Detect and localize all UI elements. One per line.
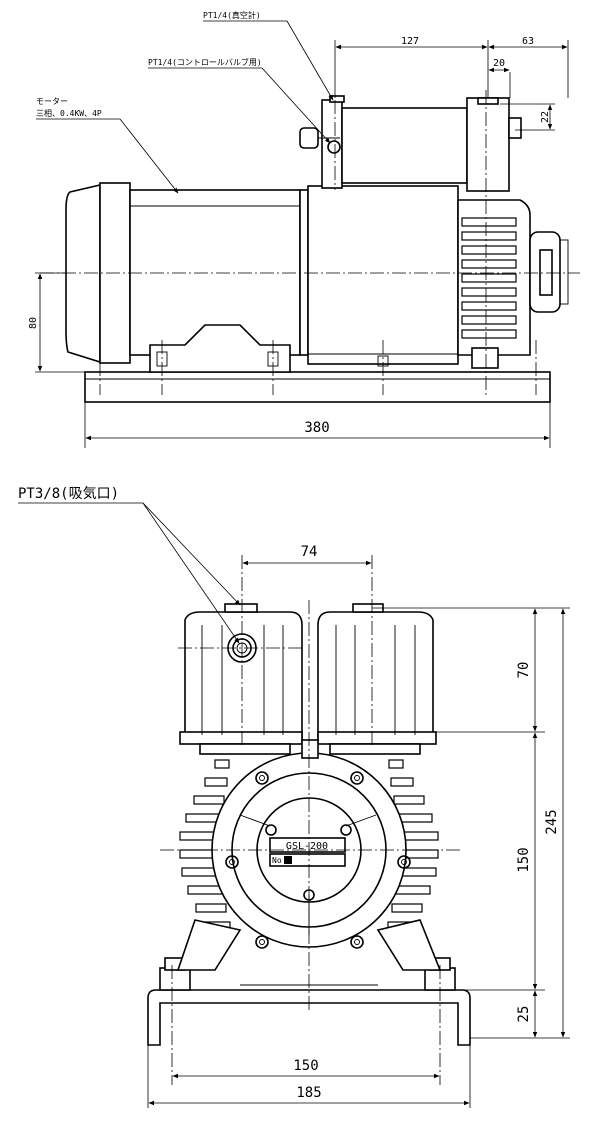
side-pump-casing: [457, 199, 569, 369]
front-nameplate: GSL-200 No: [269, 837, 346, 867]
dim-base-height: 25: [516, 1006, 532, 1023]
nameplate-number-prefix: No: [272, 856, 282, 865]
callout-motor-spec: 三相、0.4KW、4P: [36, 108, 102, 118]
front-view: GSL-200 No: [18, 486, 570, 1108]
callout-air-intake-port: PT3/8(吸気口): [18, 486, 119, 502]
dim-head-height: 70: [516, 662, 532, 679]
front-casing-bolts: [225, 771, 411, 949]
dim-top-right: 63: [522, 36, 534, 47]
callout-control-valve-port: PT1/4(コントロールバルブ用): [148, 57, 262, 67]
dim-overall-length: 380: [304, 420, 329, 436]
dim-cap-height: 22: [540, 111, 551, 123]
dim-cap-width: 20: [493, 58, 505, 69]
side-frame: [307, 185, 459, 365]
side-pump-head: [299, 95, 522, 192]
callout-motor-title: モーター: [36, 97, 68, 106]
dim-total-height: 245: [544, 809, 560, 834]
dim-bolt-spacing: 150: [293, 1058, 318, 1074]
dim-cylinder-spacing: 74: [301, 544, 318, 560]
dim-base-width: 185: [296, 1085, 321, 1101]
dim-shaft-height: 80: [28, 317, 39, 329]
callout-vacuum-port: PT1/4(真空計): [203, 10, 261, 20]
side-view: 380 127 63 20 22 80 PT1/4(真空計) PT1/4(コント…: [28, 10, 580, 448]
dim-head-length: 127: [401, 36, 419, 47]
side-base-plate: [84, 371, 551, 403]
nameplate-model: GSL-200: [286, 841, 328, 852]
front-casing-fins: [179, 759, 439, 931]
front-heads: [179, 603, 437, 759]
dim-shaft-center-height: 150: [516, 847, 532, 872]
